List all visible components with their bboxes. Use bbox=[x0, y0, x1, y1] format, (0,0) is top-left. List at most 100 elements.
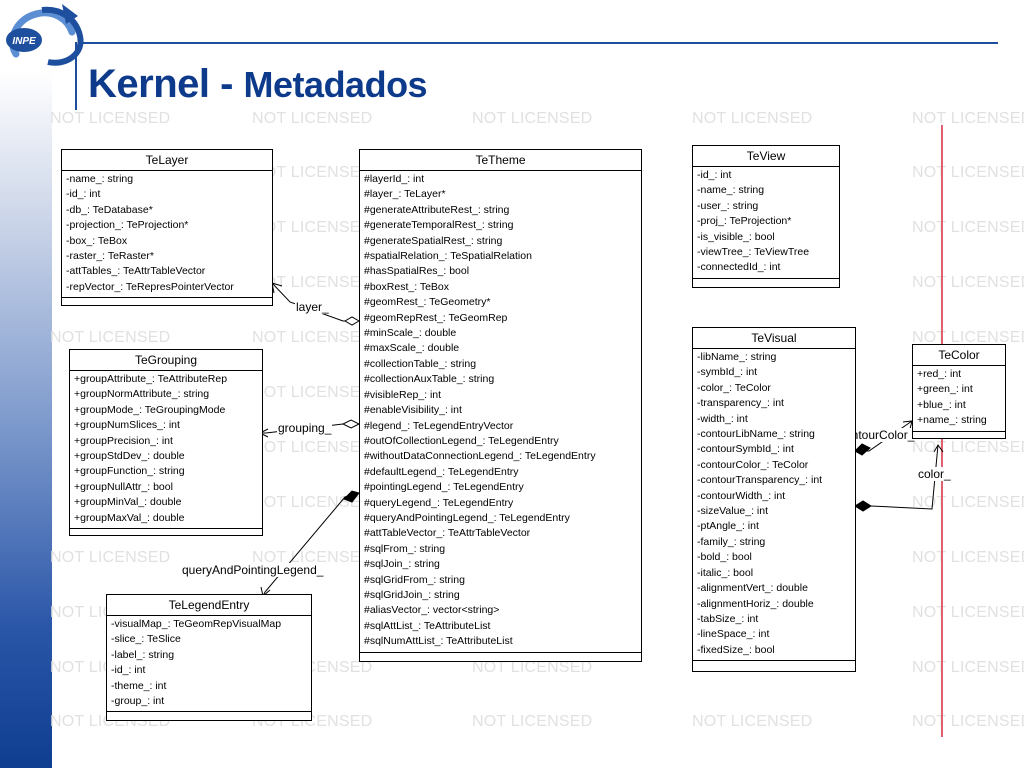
class-name: TeLegendEntry bbox=[107, 595, 311, 616]
attribute-item: -family_: string bbox=[697, 535, 766, 548]
attribute-item: -slice_: TeSlice bbox=[111, 633, 181, 646]
operations-compartment bbox=[62, 297, 272, 305]
attribute-item: +groupMinVal_: double bbox=[74, 496, 182, 509]
attribute-list: -visualMap_: TeGeomRepVisualMap -slice_:… bbox=[107, 616, 311, 711]
attribute-item: #visibleRep_: int bbox=[364, 388, 442, 401]
edge-label-color: color_ bbox=[917, 467, 952, 481]
attribute-item: #generateSpatialRest_: string bbox=[364, 234, 503, 247]
attribute-item: #attTableVector_: TeAttrTableVector bbox=[364, 527, 531, 540]
logo-text: INPE bbox=[12, 36, 36, 47]
attribute-item: +groupNullAttr_: bool bbox=[74, 480, 173, 493]
edge-label-contour-color: contourColor_ bbox=[838, 428, 916, 442]
class-name: TeVisual bbox=[693, 328, 855, 349]
attribute-item: #generateTemporalRest_: string bbox=[364, 219, 514, 232]
attribute-item: #outOfCollectionLegend_: TeLegendEntry bbox=[364, 434, 559, 447]
attribute-item: -contourWidth_: int bbox=[697, 489, 786, 502]
attribute-item: #spatialRelation_: TeSpatialRelation bbox=[364, 250, 532, 263]
title-rule bbox=[75, 42, 77, 110]
edge-label-query-pointing: queryAndPointingLegend_ bbox=[181, 563, 325, 577]
attribute-item: #layer_: TeLayer* bbox=[364, 188, 446, 201]
edge-label-layer: layer_ bbox=[295, 300, 330, 314]
attribute-item: #generateAttributeRest_: string bbox=[364, 203, 510, 216]
attribute-item: +green_: int bbox=[917, 383, 973, 396]
attribute-item: +groupMode_: TeGroupingMode bbox=[74, 403, 226, 416]
operations-compartment bbox=[107, 711, 311, 720]
title-sub: Metadados bbox=[243, 64, 428, 105]
attribute-item: -box_: TeBox bbox=[66, 234, 128, 247]
attribute-item: -group_: int bbox=[111, 695, 165, 708]
class-box-teview: TeView -id_: int -name_: string -user_: … bbox=[692, 145, 840, 288]
attribute-item: -tabSize_: int bbox=[697, 612, 759, 625]
attribute-item: -contourLibName_: string bbox=[697, 428, 815, 441]
title-main: Kernel - bbox=[88, 62, 244, 106]
attribute-item: -libName_: string bbox=[697, 351, 777, 363]
attribute-item: -symbId_: int bbox=[697, 366, 758, 379]
attribute-item: #sqlJoin_: string bbox=[364, 558, 440, 571]
attribute-item: -lineSpace_: int bbox=[697, 628, 770, 641]
attribute-item: -db_: TeDatabase* bbox=[66, 203, 153, 216]
edge-query-pointing bbox=[262, 492, 360, 597]
attribute-item: #layerId_: int bbox=[364, 173, 425, 185]
class-box-tecolor: TeColor +red_: int +green_: int +blue_: … bbox=[912, 344, 1006, 439]
operations-compartment bbox=[913, 430, 1005, 438]
class-box-tevisual: TeVisual -libName_: string -symbId_: int… bbox=[692, 327, 856, 673]
attribute-item: #queryLegend_: TeLegendEntry bbox=[364, 496, 514, 509]
edge-label-grouping: grouping_ bbox=[277, 421, 333, 435]
class-box-telayer: TeLayer -name_: string -id_: int -db_: T… bbox=[61, 149, 273, 307]
attribute-item: -repVector_: TeRepresPointerVector bbox=[66, 280, 234, 293]
operations-compartment bbox=[693, 277, 839, 287]
attribute-item: -bold_: bool bbox=[697, 551, 752, 564]
attribute-item: -visualMap_: TeGeomRepVisualMap bbox=[111, 618, 282, 630]
attribute-item: -proj_: TeProjection* bbox=[697, 215, 792, 228]
inpe-logo: INPE bbox=[6, 4, 84, 66]
attribute-item: +groupMaxVal_: double bbox=[74, 511, 185, 524]
attribute-item: -transparency_: int bbox=[697, 397, 784, 410]
class-name: TeTheme bbox=[360, 150, 641, 171]
attribute-item: -ptAngle_: int bbox=[697, 520, 759, 533]
side-gradient-bar bbox=[0, 70, 52, 768]
attribute-item: -connectedId_: int bbox=[697, 261, 781, 274]
attribute-item: -projection_: TeProjection* bbox=[66, 219, 189, 232]
attribute-item: -width_: int bbox=[697, 412, 748, 425]
class-box-tetheme: TeTheme #layerId_: int #layer_: TeLayer*… bbox=[359, 149, 642, 662]
attribute-item: +groupFunction_: string bbox=[74, 465, 185, 478]
attribute-item: -id_: int bbox=[697, 169, 732, 181]
attribute-item: -viewTree_: TeViewTree bbox=[697, 246, 810, 259]
attribute-item: #hasSpatialRes_: bool bbox=[364, 265, 470, 278]
attribute-item: -id_: int bbox=[66, 188, 101, 201]
attribute-item: #enableVisibility_: int bbox=[364, 404, 462, 417]
attribute-item: +groupPrecision_: int bbox=[74, 434, 173, 447]
diamond-color bbox=[854, 500, 872, 512]
attribute-item: #pointingLegend_: TeLegendEntry bbox=[364, 481, 524, 494]
attribute-item: #collectionTable_: string bbox=[364, 357, 477, 370]
attribute-item: -theme_: int bbox=[111, 679, 167, 692]
attribute-item: +name_: string bbox=[917, 414, 987, 427]
arrow-color bbox=[933, 444, 944, 453]
attribute-item: #sqlNumAttList_: TeAttributeList bbox=[364, 635, 513, 648]
attribute-item: -contourColor_: TeColor bbox=[697, 458, 809, 471]
attribute-item: -label_: string bbox=[111, 648, 175, 661]
attribute-item: -id_: int bbox=[111, 664, 146, 677]
operations-compartment bbox=[70, 528, 262, 535]
attribute-item: -color_: TeColor bbox=[697, 381, 771, 394]
attribute-item: #maxScale_: double bbox=[364, 342, 460, 355]
attribute-item: +groupNormAttribute_: string bbox=[74, 388, 210, 401]
attribute-item: #defaultLegend_: TeLegendEntry bbox=[364, 465, 519, 478]
attribute-item: +groupStdDev_: double bbox=[74, 450, 185, 463]
attribute-item: #minScale_: double bbox=[364, 327, 457, 340]
attribute-item: -name_: string bbox=[697, 184, 765, 197]
operations-compartment bbox=[693, 660, 855, 671]
attribute-item: #collectionAuxTable_: string bbox=[364, 373, 495, 386]
attribute-item: -alignmentVert_: double bbox=[697, 582, 808, 595]
attribute-item: #sqlGridFrom_: string bbox=[364, 573, 465, 586]
diamond-grouping bbox=[341, 419, 361, 429]
attribute-item: #sqlFrom_: string bbox=[364, 542, 446, 555]
diamond-contour-color bbox=[854, 443, 871, 456]
attribute-item: #geomRepRest_: TeGeomRep bbox=[364, 311, 508, 324]
attribute-item: -italic_: bool bbox=[697, 566, 754, 579]
class-name: TeView bbox=[693, 146, 839, 167]
attribute-item: -name_: string bbox=[66, 173, 134, 185]
attribute-item: -fixedSize_: bool bbox=[697, 643, 775, 656]
header-rule bbox=[78, 42, 998, 44]
attribute-list: #layerId_: int #layer_: TeLayer* #genera… bbox=[360, 171, 641, 652]
